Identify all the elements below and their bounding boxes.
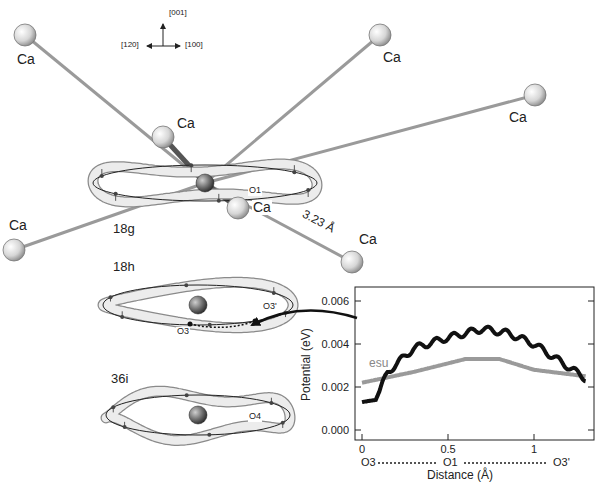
crystal-axes — [147, 24, 180, 46]
site-ellipse — [93, 165, 317, 201]
label-text: O3 — [360, 456, 377, 468]
pointer-arrow — [252, 310, 357, 325]
plot-frame — [355, 287, 594, 440]
central-atom — [196, 174, 214, 192]
label-text: O1 — [248, 186, 262, 196]
y-tick — [355, 301, 361, 302]
label-text: O3 — [176, 327, 190, 337]
label-text: Ca — [252, 200, 272, 215]
x-tick — [534, 434, 535, 440]
site-dot — [306, 188, 310, 192]
density-tube — [103, 282, 293, 327]
x-tick — [362, 434, 363, 440]
label-text: O3' — [552, 456, 571, 468]
label-text: Ca — [176, 116, 196, 131]
site-dot — [208, 323, 212, 327]
label-text: Ca — [8, 218, 28, 233]
density-tube-outline — [106, 391, 290, 440]
label-text: [100] — [184, 41, 204, 50]
label-text: Ca — [382, 50, 402, 65]
label-text: Distance (Å) — [426, 469, 494, 482]
label-text: 0.006 — [321, 295, 351, 307]
site-dot — [272, 291, 276, 295]
x-tick — [448, 434, 449, 440]
o3-site — [188, 322, 193, 327]
site-dot — [184, 283, 188, 287]
path-dots — [378, 462, 438, 464]
label-text: Ca — [508, 110, 528, 125]
ca-atom — [152, 126, 174, 148]
y-tick — [588, 301, 594, 302]
ca-atom — [369, 24, 391, 46]
label-text: [120] — [120, 41, 140, 50]
label-text: Ca — [358, 232, 378, 247]
ca-atom — [3, 239, 25, 261]
y-tick — [588, 344, 594, 345]
site-dot — [217, 199, 221, 203]
label-text: O1 — [442, 456, 459, 468]
label-text: 18g — [112, 222, 136, 236]
ca-atom — [227, 197, 249, 219]
density-tube-outline — [93, 164, 317, 202]
site-dot — [189, 163, 193, 167]
label-text: 36i — [110, 372, 129, 386]
axis-arrow — [147, 46, 163, 47]
y-tick — [588, 430, 594, 431]
label-text: Ca — [16, 52, 36, 67]
label-text: O4 — [248, 412, 262, 422]
ca-atom — [524, 84, 546, 106]
ca-atom — [341, 251, 363, 273]
label-text: [001] — [168, 9, 188, 18]
path-dots — [464, 462, 548, 464]
bond — [25, 35, 205, 183]
site-dot — [269, 401, 273, 405]
label-text: 0 — [358, 443, 366, 455]
potential-plot — [355, 287, 594, 463]
y-tick — [588, 387, 594, 388]
site-dot — [108, 295, 112, 299]
site-dot — [120, 315, 124, 319]
site-dot — [185, 393, 189, 397]
label-text: 0.002 — [321, 381, 351, 393]
potential-curve — [362, 327, 586, 402]
density-tube-outline — [103, 282, 293, 327]
site-dot — [292, 170, 296, 174]
site-ellipse — [106, 395, 290, 435]
site-dot — [100, 174, 104, 178]
central-atom — [189, 406, 207, 424]
label-text: O3' — [262, 302, 278, 312]
site-dot — [114, 192, 118, 196]
label-text: 1 — [530, 443, 538, 455]
migration-path — [190, 321, 255, 327]
ca-bonds — [14, 35, 535, 262]
axis-arrow — [163, 24, 164, 46]
label-text: Potential (eV) — [299, 328, 312, 403]
y-tick — [355, 344, 361, 345]
label-text: 0.000 — [321, 424, 351, 436]
axis-arrow — [163, 46, 180, 47]
density-tube — [93, 164, 317, 202]
label-text: 0.004 — [321, 338, 351, 350]
label-text: esu — [368, 357, 389, 370]
label-text: 18h — [112, 260, 136, 274]
y-tick — [355, 430, 361, 431]
ca-atom — [14, 24, 36, 46]
site-dot — [111, 405, 115, 409]
y-tick — [355, 387, 361, 388]
label-text: 3.23 Å — [299, 208, 338, 237]
label-text: 0.5 — [439, 443, 456, 455]
site-dot — [281, 421, 285, 425]
central-atom — [189, 296, 207, 314]
density-tube — [106, 391, 290, 440]
site-dot — [207, 433, 211, 437]
site-dot — [123, 425, 127, 429]
